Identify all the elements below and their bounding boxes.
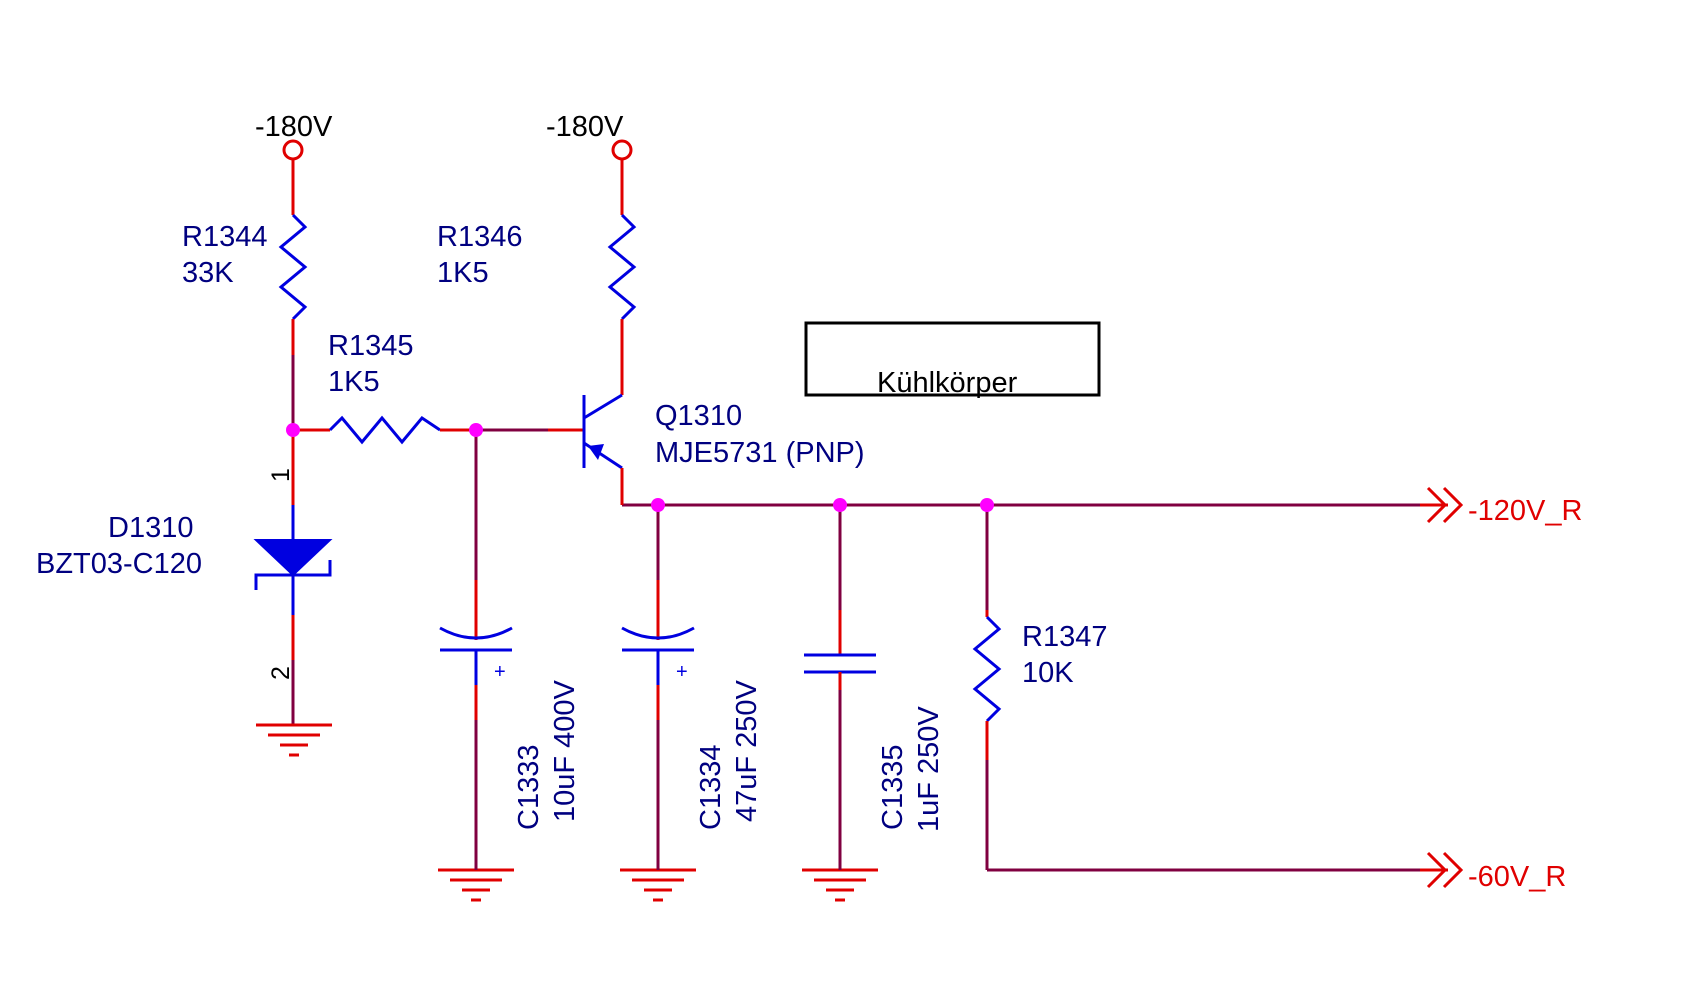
diode-pin2: 2 bbox=[267, 666, 295, 680]
ground-symbol-c1334 bbox=[620, 860, 696, 902]
capacitor-c1335: C1335 1uF 250V bbox=[804, 610, 945, 832]
capacitor-value: 47uF 250V bbox=[731, 679, 763, 822]
ground-symbol-c1335 bbox=[802, 860, 878, 902]
capacitor-value: 1uF 250V bbox=[913, 706, 945, 832]
power-port-circle bbox=[282, 139, 304, 161]
junctions bbox=[286, 423, 994, 512]
transistor-value: MJE5731 (PNP) bbox=[655, 437, 865, 469]
junction-dot bbox=[833, 498, 847, 512]
ground-symbol-d1310 bbox=[256, 723, 332, 757]
net-label: -120V_R bbox=[1468, 495, 1582, 527]
net-port-60v: -60V_R bbox=[1420, 851, 1566, 893]
power-port-180v-right: -180V bbox=[546, 111, 633, 161]
resistor-value: 33K bbox=[182, 257, 234, 289]
capacitor-designator: C1333 bbox=[513, 745, 545, 830]
diode-value: BZT03-C120 bbox=[36, 548, 202, 580]
power-port-label: -180V bbox=[255, 111, 333, 143]
junction-dot bbox=[980, 498, 994, 512]
resistor-designator: R1346 bbox=[437, 221, 522, 253]
power-port-circle bbox=[611, 139, 633, 161]
resistor-r1346: R1346 1K5 bbox=[437, 159, 637, 395]
transistor-designator: Q1310 bbox=[655, 400, 742, 432]
junction-dot bbox=[469, 423, 483, 437]
diode-triangle-icon bbox=[253, 539, 333, 577]
transistor-q1310: Q1310 MJE5731 (PNP) bbox=[548, 393, 865, 505]
diode-d1310: 1 2 D1310 BZT03-C120 bbox=[36, 430, 333, 680]
power-port-label: -180V bbox=[546, 111, 624, 143]
diode-pin1: 1 bbox=[267, 468, 295, 482]
resistor-r1347: R1347 10K bbox=[972, 610, 1107, 760]
capacitor-designator: C1335 bbox=[877, 745, 909, 830]
emitter-arrow-icon bbox=[588, 444, 604, 460]
resistor-value: 1K5 bbox=[328, 366, 380, 398]
net-port-120v: -120V_R bbox=[1420, 486, 1582, 527]
capacitor-c1333: + C1333 10uF 400V bbox=[439, 580, 581, 830]
junction-dot bbox=[286, 423, 300, 437]
capacitor-c1334: + C1334 47uF 250V bbox=[621, 580, 763, 830]
heatsink-label: Kühlkörper bbox=[877, 367, 1018, 399]
resistor-r1344: R1344 33K bbox=[182, 159, 308, 355]
resistor-designator: R1344 bbox=[182, 221, 267, 253]
heatsink-note: Kühlkörper bbox=[804, 321, 1101, 399]
ground-symbol-c1333 bbox=[438, 860, 514, 902]
resistor-r1345: R1345 1K5 bbox=[293, 330, 476, 445]
resistor-designator: R1345 bbox=[328, 330, 413, 362]
wires bbox=[291, 355, 1420, 872]
resistor-value: 10K bbox=[1022, 657, 1074, 689]
net-label: -60V_R bbox=[1468, 861, 1566, 893]
heatsink-box bbox=[804, 321, 1101, 397]
polarity-plus: + bbox=[494, 661, 506, 683]
resistor-value: 1K5 bbox=[437, 257, 489, 289]
junction-dot bbox=[651, 498, 665, 512]
power-port-180v-left: -180V bbox=[255, 111, 333, 161]
polarity-plus: + bbox=[676, 661, 688, 683]
resistor-designator: R1347 bbox=[1022, 621, 1107, 653]
diode-designator: D1310 bbox=[108, 512, 193, 544]
capacitor-value: 10uF 400V bbox=[549, 679, 581, 822]
capacitor-designator: C1334 bbox=[695, 745, 727, 830]
